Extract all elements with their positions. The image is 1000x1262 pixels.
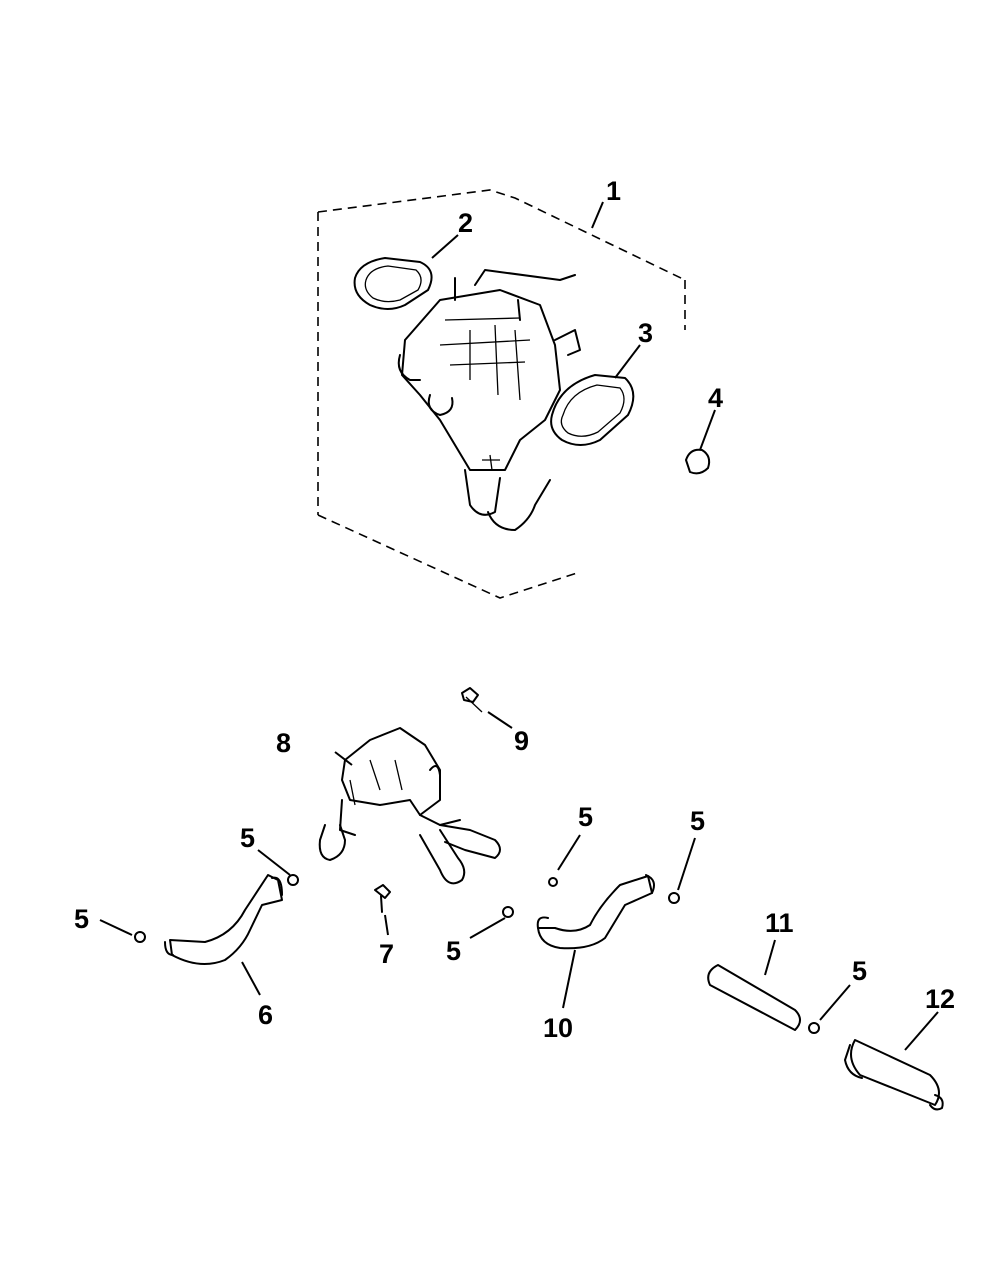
callout-2: 2: [458, 208, 473, 238]
clamp-icon: [134, 931, 146, 943]
callout-9: 9: [514, 726, 529, 756]
cap-part-4: [685, 448, 711, 475]
bolt-part-9: [461, 687, 483, 713]
carburetor-body: [397, 269, 581, 531]
callout-5: 5: [852, 956, 867, 986]
callout-12: 12: [925, 984, 955, 1014]
clamp-icon: [287, 874, 299, 886]
leader-lines: [99, 201, 939, 1051]
gasket-top: [353, 257, 433, 310]
fuel-pump: [318, 727, 501, 885]
hose-part-10: [536, 874, 655, 950]
callout-7: 7: [379, 939, 394, 969]
callout-5: 5: [446, 936, 461, 966]
tube-part-11: [707, 964, 801, 1031]
callout-4: 4: [708, 383, 723, 413]
hose-part-6: [164, 874, 283, 965]
clamp-icon: [668, 892, 680, 904]
callout-5: 5: [690, 806, 705, 836]
callout-6: 6: [258, 1000, 273, 1030]
callout-5: 5: [240, 823, 255, 853]
clamp-icon: [548, 877, 558, 887]
callout-11: 11: [765, 908, 794, 938]
clamp-icon: [502, 906, 514, 918]
callout-1: 1: [606, 176, 621, 206]
callout-3: 3: [638, 318, 653, 348]
screw-part-7: [374, 884, 391, 913]
gasket-side: [550, 374, 635, 446]
callout-5: 5: [578, 802, 593, 832]
callout-labels: 1 2 3 4 8 9 5 5 6 7 5 5 5 10 11 5 12: [74, 176, 955, 1043]
callout-10: 10: [543, 1013, 573, 1043]
callout-5: 5: [74, 904, 89, 934]
clamp-icon: [808, 1022, 820, 1034]
clamp-icons: [134, 874, 820, 1034]
filter-part-12: [844, 1039, 944, 1111]
kit-outline: [317, 189, 686, 599]
callout-8: 8: [276, 728, 291, 758]
